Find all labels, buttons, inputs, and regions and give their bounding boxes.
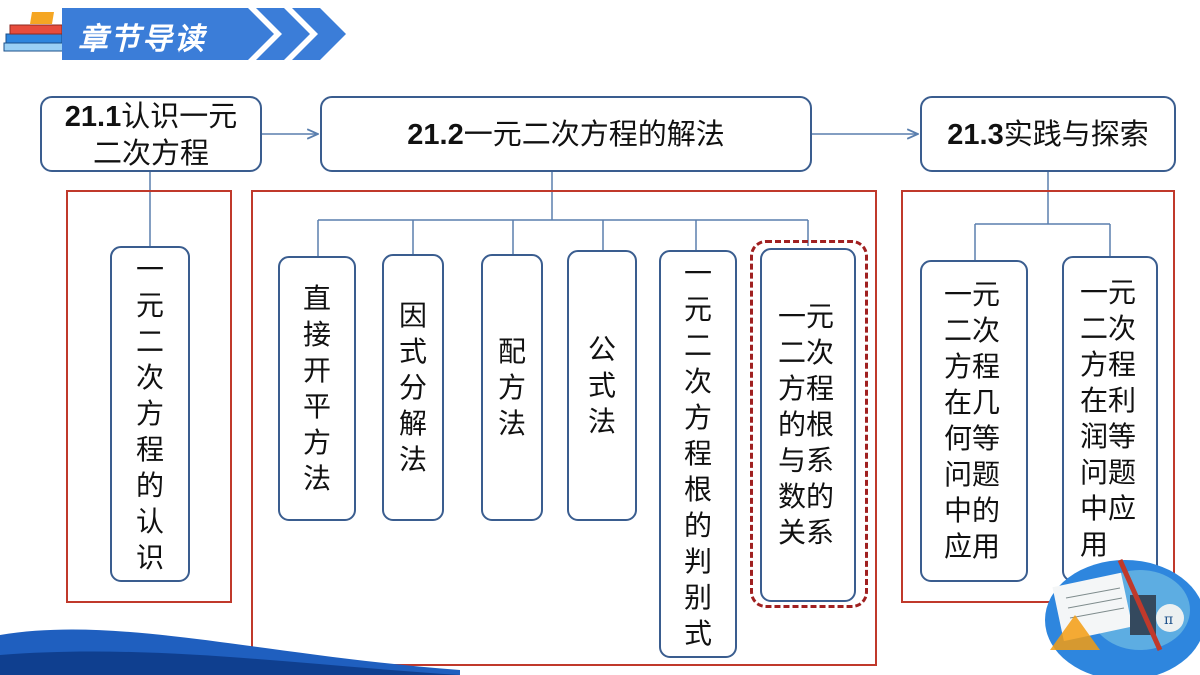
- method-label: 因式分解法: [398, 298, 427, 476]
- method-box: 直接开平方法: [278, 256, 356, 521]
- section-title: 一元二次方程的解法: [463, 116, 725, 151]
- topic-box: 一元二次方程的认识: [110, 246, 190, 582]
- section-number: 21.1: [64, 100, 122, 133]
- method-box: 一元二次方程根的判别式: [659, 250, 737, 658]
- section-box-21-3: 21.3实践与探索: [920, 96, 1176, 172]
- method-label: 公式法: [587, 332, 616, 438]
- method-label: 一元二次方程根的判别式: [683, 257, 712, 650]
- method-label: 直接开平方法: [302, 281, 331, 495]
- section-number: 21.3: [947, 118, 1004, 151]
- section-title: 认识一元二次方程: [92, 98, 238, 170]
- application-label: 一元二次方程在利润等问题中应用: [1080, 276, 1137, 561]
- topic-label: 一元二次方程的认识: [135, 253, 164, 574]
- method-label: 一元二次方程的根与系数的关系: [778, 300, 835, 549]
- section-box-21-1: 21.1认识一元二次方程: [40, 96, 262, 172]
- group-frame-21-3: [901, 190, 1175, 603]
- banner-chevron-shape: [62, 8, 346, 60]
- section-number: 21.2: [407, 118, 464, 151]
- method-box: 因式分解法: [382, 254, 444, 521]
- application-box: 一元二次方程在利润等问题中应用: [1062, 256, 1158, 582]
- group-frame-21-1: [66, 190, 232, 603]
- bottom-wave-decoration: [0, 629, 460, 675]
- books-icon: [3, 12, 65, 52]
- application-label: 一元二次方程在几何等问题中的应用: [944, 278, 1001, 563]
- section-box-21-2: 21.2一元二次方程的解法: [320, 96, 812, 172]
- highlight-dashed-frame: [750, 240, 868, 608]
- method-box-highlighted: 一元二次方程的根与系数的关系: [760, 248, 856, 602]
- method-box: 公式法: [567, 250, 637, 521]
- section-title: 实践与探索: [1003, 116, 1149, 151]
- method-box: 配方法: [481, 254, 543, 521]
- math-tools-illustration: π: [1045, 558, 1200, 675]
- section-banner: [62, 4, 362, 64]
- group-frame-21-2: [251, 190, 877, 666]
- svg-text:π: π: [1164, 612, 1173, 628]
- application-box: 一元二次方程在几何等问题中的应用: [920, 260, 1028, 582]
- page-title: 章节导读: [78, 22, 206, 57]
- method-label: 配方法: [497, 334, 526, 440]
